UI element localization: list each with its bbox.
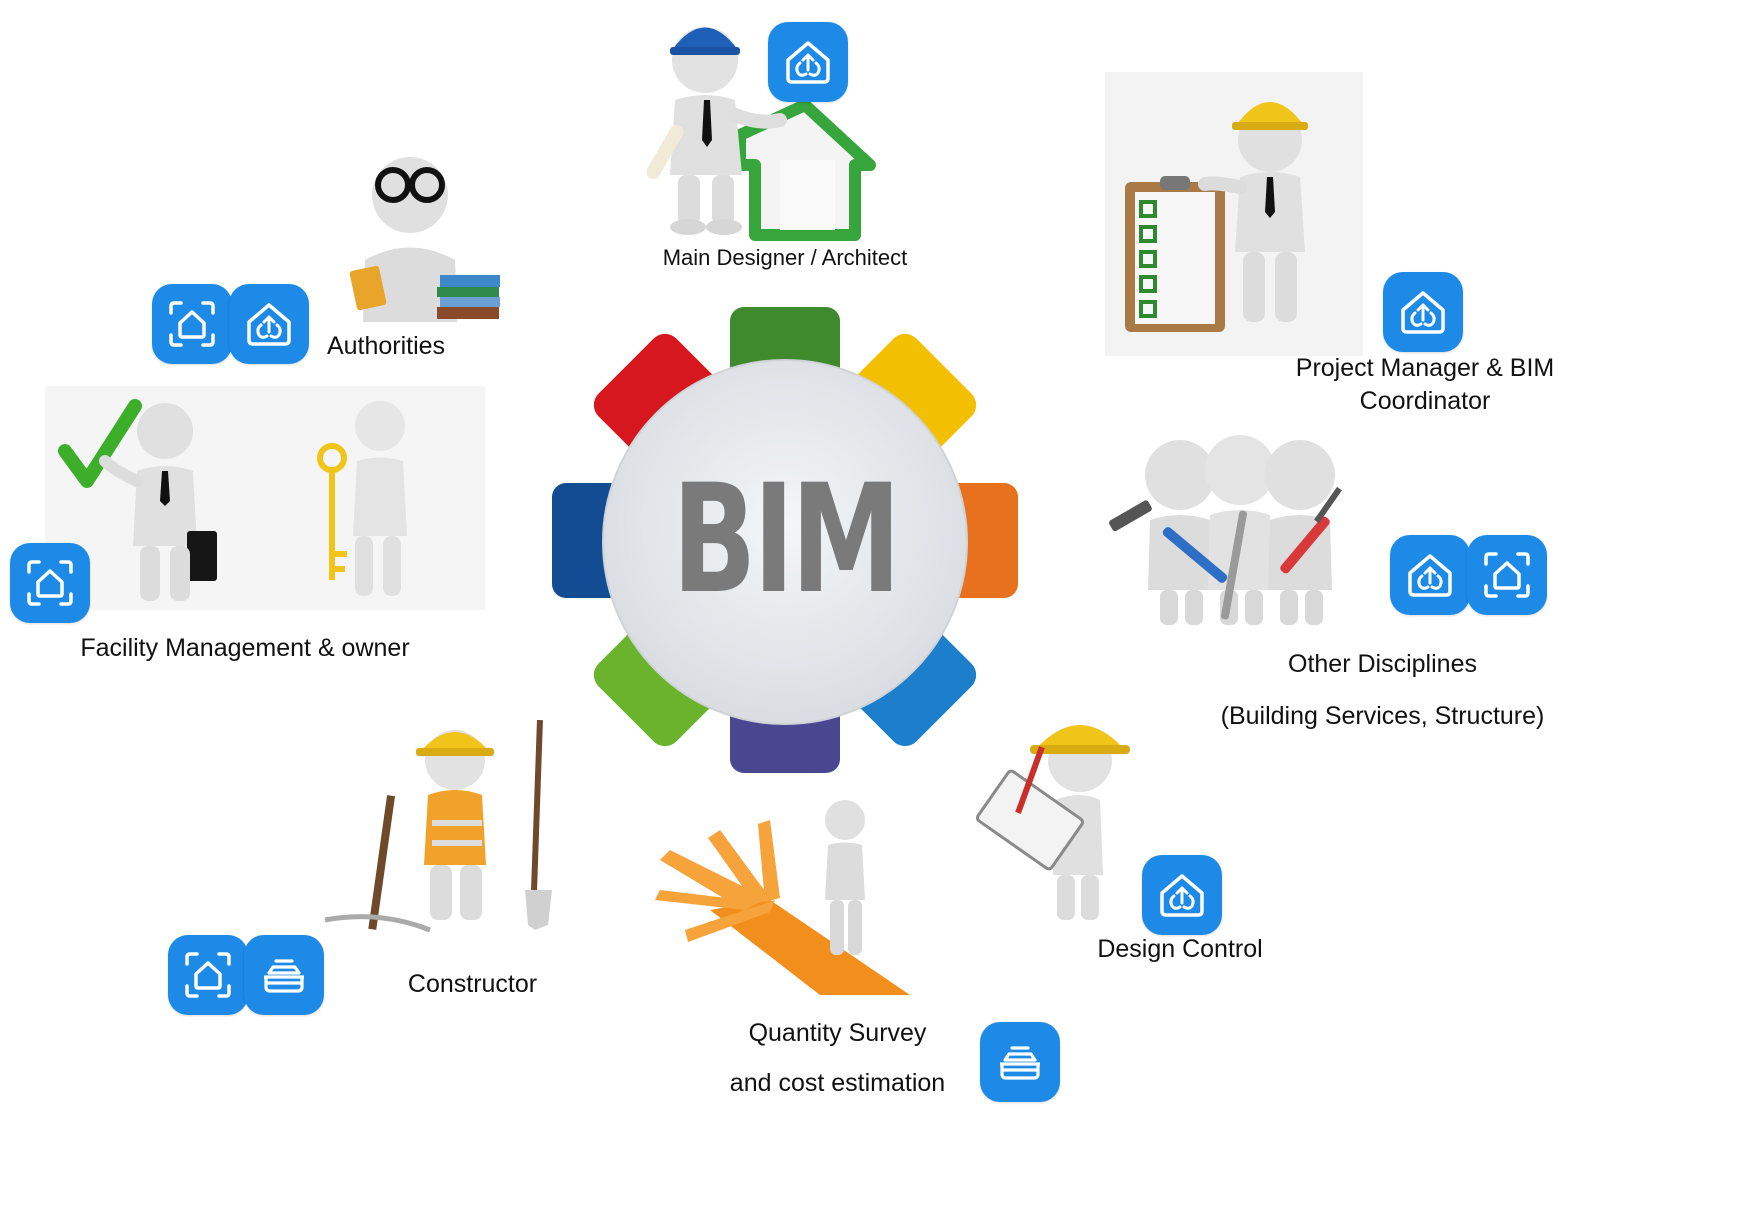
house-scan-icon[interactable] xyxy=(152,284,232,364)
architect-label: Main Designer / Architect xyxy=(662,245,908,270)
architect-figure xyxy=(646,27,876,241)
house-scan-icon[interactable] xyxy=(1467,535,1547,615)
facility-label: Facility Management & owner xyxy=(80,634,410,662)
house-arrows-icon[interactable] xyxy=(1142,855,1222,935)
stack-icon[interactable] xyxy=(244,935,324,1015)
house-arrows-icon[interactable] xyxy=(1390,535,1470,615)
project-manager-label-line2: Coordinator xyxy=(1359,387,1491,415)
bim-center-label: BIM xyxy=(672,453,901,627)
house-scan-icon[interactable] xyxy=(10,543,90,623)
other-disciplines-label-line1: Other Disciplines xyxy=(1288,650,1477,678)
project-manager-figure xyxy=(1125,102,1308,332)
design-control-label: Design Control xyxy=(1097,935,1263,963)
quantity-survey-label-line2: and cost estimation xyxy=(729,1069,946,1097)
facility-figure xyxy=(58,399,407,601)
other-disciplines-figure xyxy=(1109,435,1342,625)
constructor-label: Constructor xyxy=(407,970,538,998)
quantity-survey-figure xyxy=(655,800,910,995)
house-arrows-icon[interactable] xyxy=(229,284,309,364)
authorities-figure xyxy=(349,157,500,322)
bim-hub: BIM xyxy=(550,305,1020,775)
house-scan-icon[interactable] xyxy=(168,935,248,1015)
project-manager-label-line1: Project Manager & BIM xyxy=(1295,354,1555,382)
house-arrows-icon[interactable] xyxy=(1383,272,1463,352)
other-disciplines-label-line2: (Building Services, Structure) xyxy=(1220,702,1545,730)
house-arrows-icon[interactable] xyxy=(768,22,848,102)
design-control-figure xyxy=(976,725,1130,920)
stack-icon[interactable] xyxy=(980,1022,1060,1102)
constructor-figure xyxy=(324,720,552,933)
authorities-label: Authorities xyxy=(326,332,446,360)
quantity-survey-label-line1: Quantity Survey xyxy=(748,1019,927,1047)
